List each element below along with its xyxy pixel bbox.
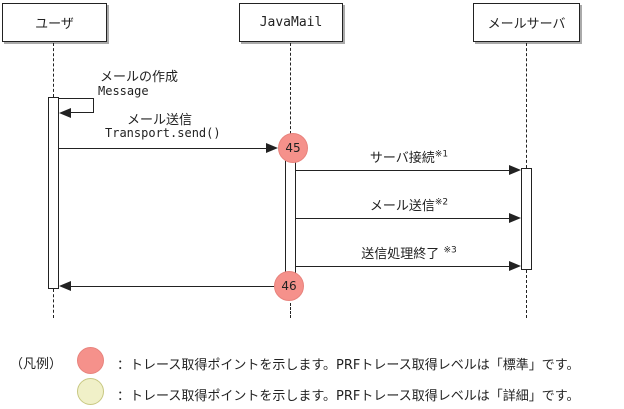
self-message-arrowhead-icon [59, 108, 71, 118]
return-arrow-line [71, 286, 276, 287]
send-mail-label: メール送信 [127, 113, 193, 128]
trace-point-45-number: 45 [285, 141, 301, 155]
server-connect-arrowhead-icon [509, 165, 521, 175]
mail-send-text: メール送信 [369, 199, 435, 214]
send-complete-arrowhead-icon [509, 261, 521, 271]
trace-point-46: 46 [274, 271, 304, 301]
actor-user-box: ユーザ [2, 3, 107, 42]
actor-user-label: ユーザ [35, 17, 74, 32]
actor-mailserver-label: メールサーバ [487, 17, 566, 32]
actor-javamail-box: JavaMail [239, 3, 343, 42]
server-connect-label: サーバ接続※1 [296, 147, 522, 166]
server-connect-text: サーバ接続 [369, 151, 435, 166]
server-connect-arrow-line [296, 170, 510, 171]
javamail-lifeline-upper [290, 43, 291, 134]
self-message-line-right [93, 98, 94, 113]
send-complete-note-ref: ※3 [443, 245, 457, 256]
actor-mailserver-box: メールサーバ [473, 3, 580, 42]
legend-title: （凡例） [10, 357, 63, 372]
return-arrowhead-icon [59, 281, 71, 291]
send-mail-arrow-line [59, 148, 267, 149]
send-mail-arrowhead-icon [266, 143, 278, 153]
create-mail-code-label: Message [98, 84, 149, 98]
javamail-activation-bar [285, 148, 296, 288]
self-message-line-return [71, 112, 94, 113]
create-mail-label: メールの作成 [100, 70, 179, 85]
actor-javamail-label: JavaMail [259, 15, 323, 30]
mailserver-activation-bar [521, 168, 532, 270]
server-connect-note-ref: ※1 [434, 149, 449, 160]
trace-detail-circle-icon [77, 378, 104, 405]
mail-send-arrowhead-icon [509, 213, 521, 223]
send-complete-text: 送信処理終了 [361, 247, 440, 262]
user-lifeline-upper [53, 43, 54, 97]
self-message-line-top [59, 98, 94, 99]
legend-item-detail: ：トレース取得ポイントを示します。PRFトレース取得レベルは「詳細」です。 [117, 389, 580, 404]
trace-standard-circle-icon [77, 347, 104, 374]
trace-point-46-number: 46 [281, 279, 297, 293]
user-lifeline-lower [53, 289, 54, 318]
user-activation-bar [48, 97, 59, 289]
trace-point-45: 45 [278, 133, 308, 163]
send-complete-label: 送信処理終了 ※3 [296, 243, 522, 262]
send-complete-arrow-line [296, 266, 510, 267]
mail-send-note-ref: ※2 [434, 197, 449, 208]
javamail-lifeline-lower [290, 303, 291, 318]
send-mail-code-label: Transport.send() [105, 126, 221, 140]
legend-item-standard: ：トレース取得ポイントを示します。PRFトレース取得レベルは「標準」です。 [117, 358, 580, 373]
mailserver-lifeline-lower [526, 270, 527, 318]
mail-send-arrow-line [296, 218, 510, 219]
mailserver-lifeline-upper [526, 43, 527, 168]
mail-send-label: メール送信※2 [296, 195, 522, 214]
